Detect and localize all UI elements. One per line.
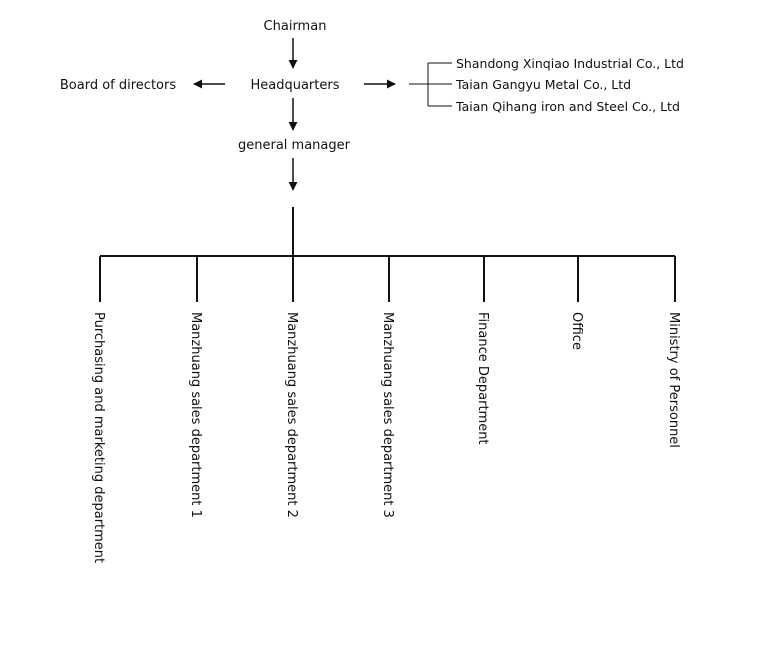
department-label: Manzhuang sales department 1 <box>188 312 203 518</box>
general-manager-node: general manager <box>238 138 351 153</box>
department-label: Ministry of Personnel <box>666 312 681 448</box>
board-node: Board of directors <box>60 78 176 93</box>
subsidiary-label: Taian Qihang iron and Steel Co., Ltd <box>455 99 680 114</box>
subsidiary-label: Shandong Xinqiao Industrial Co., Ltd <box>456 56 684 71</box>
department-label: Purchasing and marketing department <box>91 312 106 563</box>
department-label: Manzhuang sales department 3 <box>380 312 395 518</box>
subsidiary-label: Taian Gangyu Metal Co., Ltd <box>455 77 631 92</box>
department-label: Finance Department <box>475 312 490 445</box>
department-group: Purchasing and marketing department Manz… <box>91 256 681 563</box>
department-label: Manzhuang sales department 2 <box>284 312 299 518</box>
headquarters-node: Headquarters <box>250 78 339 93</box>
department-label: Office <box>569 312 584 350</box>
chairman-node: Chairman <box>264 19 327 34</box>
